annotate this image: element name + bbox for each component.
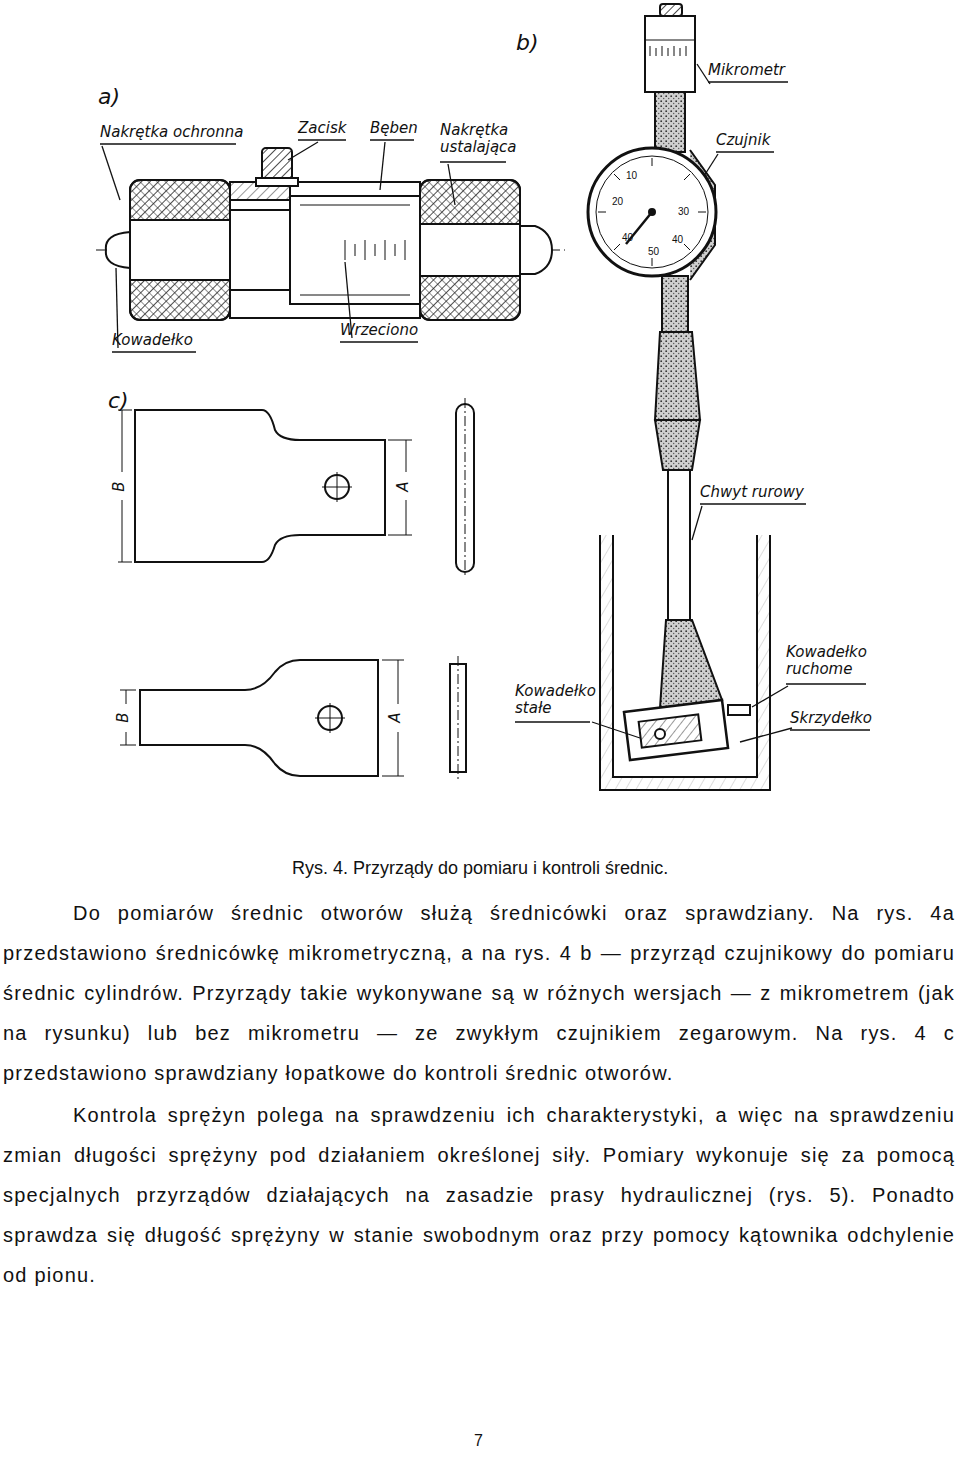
body-paragraph: Kontrola sprężyn polega na sprawdzeniu i… [3, 1095, 955, 1295]
part-name: Kowadełko ruchome [786, 644, 876, 679]
dial-number: 20 [612, 196, 623, 208]
part-name: Nakrętka ustalająca [440, 122, 520, 157]
part-name: Kowadełko [112, 332, 193, 349]
part-name: Bęben [370, 120, 418, 137]
body-paragraph: Do pomiarów średnic otworów służą średni… [3, 893, 955, 1093]
part-name: Chwyt rurowy [700, 484, 804, 501]
dimension-letter: A [395, 481, 412, 491]
dial-number: 10 [626, 170, 637, 182]
panel-letter: b) [516, 30, 539, 55]
part-name: Skrzydełko [790, 710, 872, 727]
micrometer-bore-gauge [96, 140, 565, 352]
dial-number: 50 [648, 246, 659, 258]
dial-number: 40 [622, 232, 633, 244]
blade-gauges [118, 398, 474, 780]
dimension-letter: B [115, 712, 132, 722]
part-name: Nakrętka ochronna [100, 124, 244, 141]
part-name: Zacisk [298, 120, 346, 137]
dimension-letter: B [111, 481, 128, 491]
part-name: Wrzeciono [340, 322, 418, 339]
part-name: Kowadełko stałe [515, 683, 595, 718]
page-number: 7 [474, 1432, 483, 1450]
panel-letter: a) [98, 84, 120, 109]
panel-letter: c) [108, 388, 129, 413]
part-name: Mikrometr [708, 62, 785, 79]
dial-number: 40 [672, 234, 683, 246]
dimension-letter: A [387, 712, 404, 722]
part-name: Czujnik [716, 132, 770, 149]
dial-number: 30 [678, 206, 689, 218]
figure-caption: Rys. 4. Przyrządy do pomiaru i kontroli … [292, 858, 668, 879]
